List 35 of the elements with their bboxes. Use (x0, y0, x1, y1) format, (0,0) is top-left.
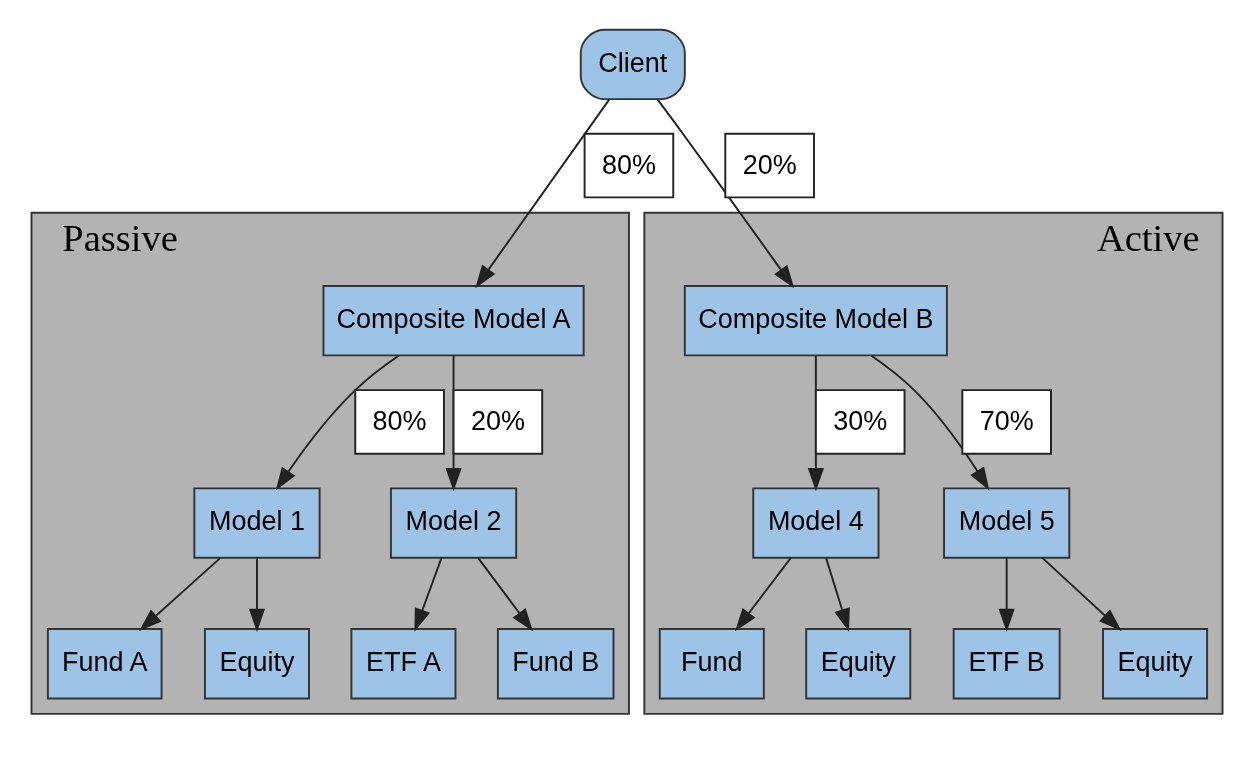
node-box: Model 1 (193, 487, 321, 559)
arrow (475, 98, 611, 289)
arrow (998, 557, 1015, 632)
arrow (807, 354, 824, 492)
node-box: Equity (203, 628, 310, 700)
edge-label: 80% (601, 149, 656, 180)
node-box: Model 4 (752, 487, 880, 559)
arrow (656, 98, 795, 289)
arrow (275, 354, 400, 491)
arrow (445, 354, 462, 492)
node-box: Fund B (496, 628, 615, 700)
node-box: Model 2 (389, 487, 518, 559)
edge-label: 70% (979, 405, 1034, 436)
node-box: ETF A (350, 628, 457, 700)
arrow (248, 557, 266, 632)
arrow (139, 557, 222, 631)
node-box: Equity (1102, 628, 1209, 700)
edge-label: 80% (372, 405, 427, 436)
arrow (825, 557, 850, 632)
edge-label: 30% (833, 405, 888, 436)
arrow (735, 557, 792, 632)
arrow (1041, 557, 1122, 631)
node-box: Fund (658, 628, 765, 700)
edge-label: 20% (470, 405, 525, 436)
node-box: Model 5 (943, 487, 1071, 559)
node-box: ETF B (952, 628, 1061, 700)
node-box: Equity (805, 628, 912, 700)
arrow (870, 354, 990, 491)
node-box: Client (579, 28, 686, 101)
arrow (477, 557, 533, 632)
node-box: Composite Model A (322, 285, 585, 357)
edge-label: 20% (742, 149, 797, 180)
node-box: Composite Model B (683, 285, 948, 357)
arrow (414, 557, 443, 632)
node-box: Fund A (46, 628, 163, 700)
